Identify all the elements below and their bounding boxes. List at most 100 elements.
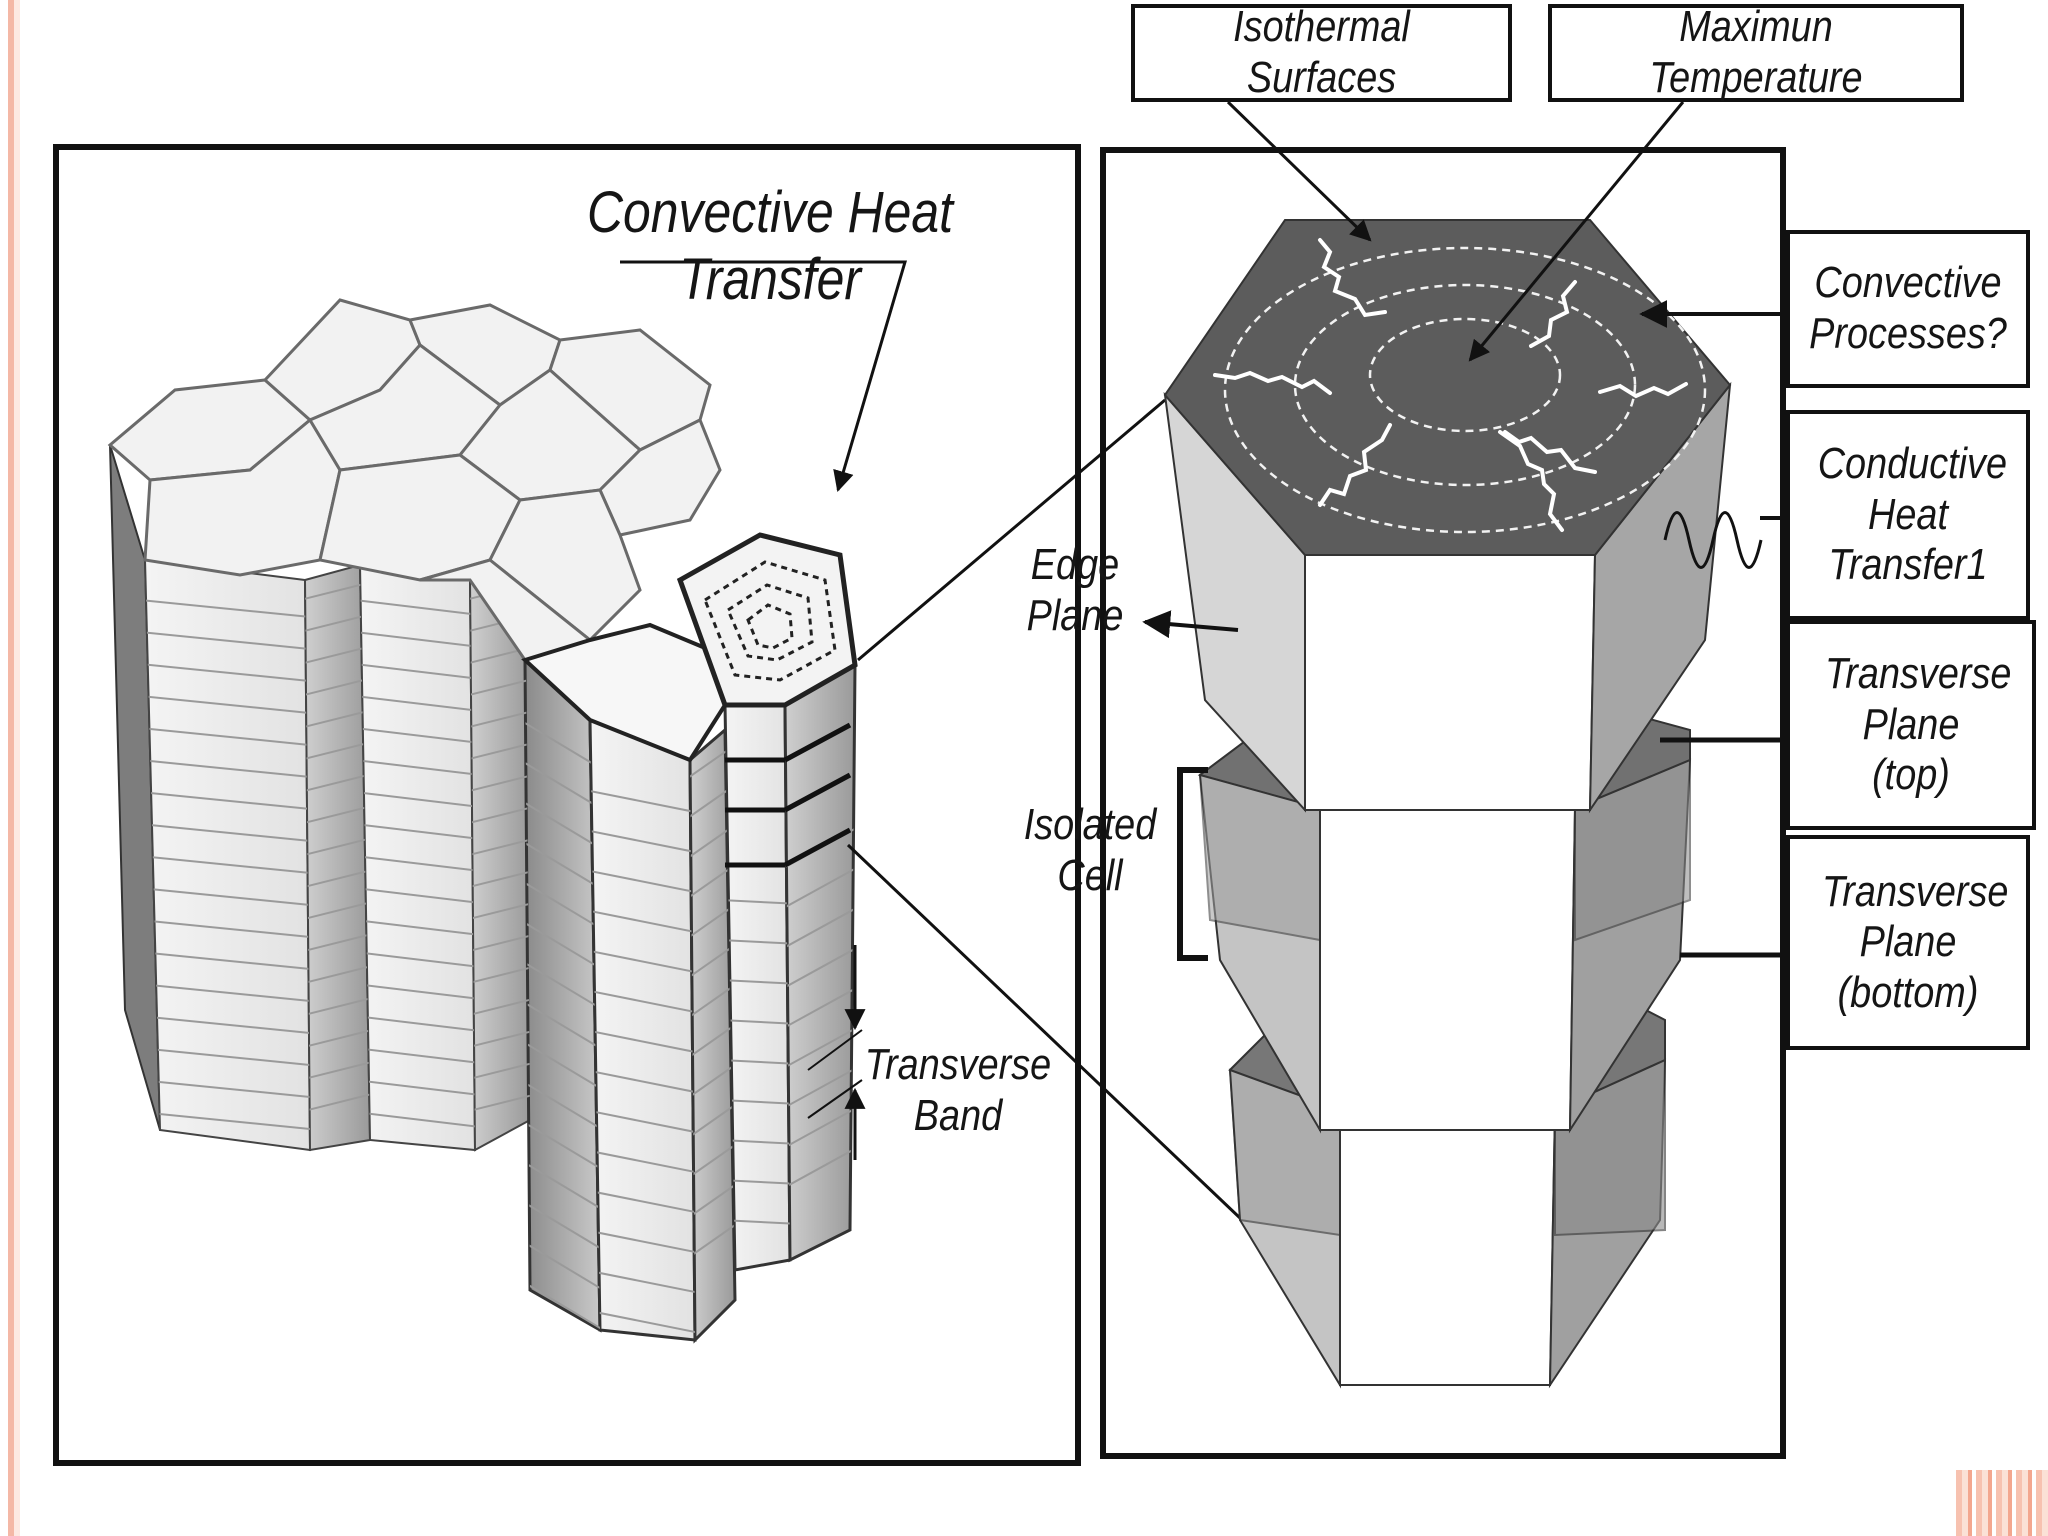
- band-line: [590, 1149, 695, 1174]
- band-line: [525, 999, 600, 1052]
- slide-edge-accent: [0, 0, 20, 1536]
- band-line: [525, 1159, 600, 1212]
- band-line: [360, 1015, 475, 1032]
- band-line: [305, 836, 370, 857]
- convective-heat-transfer-label: Convective Heat Transfer: [587, 180, 953, 312]
- band-line: [690, 1100, 735, 1141]
- band-line: [305, 1028, 370, 1049]
- band-line: [470, 741, 530, 761]
- band-line: [145, 791, 310, 811]
- band-line: [145, 599, 310, 619]
- band-line: [360, 855, 475, 872]
- band-line: [305, 868, 370, 889]
- isothermal-surfaces-label: Isothermal Surfaces: [1233, 2, 1410, 102]
- band-line: [590, 1229, 695, 1254]
- band-line: [525, 919, 600, 972]
- band-line: [785, 1025, 855, 1071]
- band-line: [360, 631, 475, 648]
- convective-leader-line: [620, 260, 908, 493]
- band-line: [590, 909, 695, 934]
- band-line: [305, 900, 370, 921]
- conductive-heat-transfer-box: Conductive Heat Transfer1: [1786, 410, 2030, 620]
- band-line: [305, 1060, 370, 1081]
- band-line: [690, 1140, 735, 1181]
- band-line: [470, 965, 530, 985]
- band-line: [590, 1189, 695, 1214]
- band-line: [145, 887, 310, 907]
- band-line: [525, 799, 600, 852]
- band-line: [305, 708, 370, 729]
- band-line: [525, 1079, 600, 1132]
- band-line: [305, 804, 370, 825]
- transverse-plane-bottom-label: Transverse Plane (bottom): [1822, 866, 2009, 1017]
- band-line: [725, 899, 790, 905]
- band-line: [725, 939, 790, 945]
- band-line: [470, 837, 530, 857]
- band-line: [470, 1029, 530, 1049]
- maximum-temperature-box: Maximun Temperature: [1548, 2, 1964, 102]
- band-line: [360, 791, 475, 808]
- band-line: [525, 1199, 600, 1252]
- band-line: [525, 1279, 600, 1330]
- band-line: [305, 932, 370, 953]
- convective-processes-box: Convective Processes?: [1786, 230, 2030, 388]
- band-line: [360, 1111, 475, 1128]
- conductive-wave: [1663, 511, 1763, 569]
- band-line: [785, 1145, 855, 1191]
- band-line: [470, 805, 530, 825]
- band-line: [145, 695, 310, 715]
- band-line: [785, 905, 855, 951]
- band-line: [525, 1119, 600, 1172]
- transverse-plane-bottom-box: Transverse Plane (bottom): [1786, 835, 2030, 1050]
- band-line: [360, 663, 475, 680]
- band-line: [590, 789, 695, 814]
- band-line: [470, 773, 530, 793]
- band-line: [525, 879, 600, 932]
- band-line: [470, 901, 530, 921]
- band-line: [360, 727, 475, 744]
- band-line: [590, 1069, 695, 1094]
- band-line: [305, 964, 370, 985]
- band-line: [360, 695, 475, 712]
- zoom-line-top: [857, 398, 1166, 662]
- band-line: [145, 1111, 310, 1131]
- right-panel-frame: [1100, 147, 1786, 1459]
- conductive-heat-transfer-label: Conductive Heat Transfer1: [1817, 439, 2008, 590]
- band-line: [360, 983, 475, 1000]
- isothermal-pointer: [1226, 100, 1372, 242]
- band-line: [725, 1099, 790, 1105]
- band-line: [145, 1015, 310, 1035]
- band-line: [590, 1269, 695, 1294]
- band-line: [785, 945, 855, 991]
- band-line: [470, 1061, 530, 1081]
- band-line: [145, 631, 310, 651]
- exploded-hex-cell: [1163, 219, 1732, 1389]
- band-line: [470, 1093, 530, 1113]
- transverse-plane-top-box: Transverse Plane (top): [1786, 620, 2036, 830]
- band-line: [725, 979, 790, 985]
- edge-plane-arrow: [1142, 610, 1239, 639]
- band-line: [305, 772, 370, 793]
- band-line: [145, 1079, 310, 1099]
- band-line: [470, 869, 530, 889]
- band-line: [725, 1059, 790, 1065]
- isolated-cell-label: Isolated Cell: [1023, 800, 1157, 900]
- band-line: [145, 919, 310, 939]
- band-line: [590, 869, 695, 894]
- convective-processes-label: Convective Processes?: [1809, 258, 2007, 358]
- band-line: [470, 933, 530, 953]
- band-line: [785, 985, 855, 1031]
- transverse-band-label: Transverse Band: [864, 1040, 1052, 1140]
- band-line: [590, 1109, 695, 1134]
- band-line: [360, 919, 475, 936]
- zoom-line-bottom: [846, 843, 1242, 1220]
- transverse-plane-top-label: Transverse Plane (top): [1825, 649, 2012, 800]
- isothermal-contours: [1223, 246, 1707, 534]
- band-line: [360, 1079, 475, 1096]
- band-line: [525, 1039, 600, 1092]
- left-panel-frame: [53, 144, 1081, 1466]
- maximum-temperature-label: Maximun Temperature: [1649, 2, 1863, 102]
- band-line: [690, 1180, 735, 1221]
- band-line: [470, 997, 530, 1017]
- band-line: [590, 949, 695, 974]
